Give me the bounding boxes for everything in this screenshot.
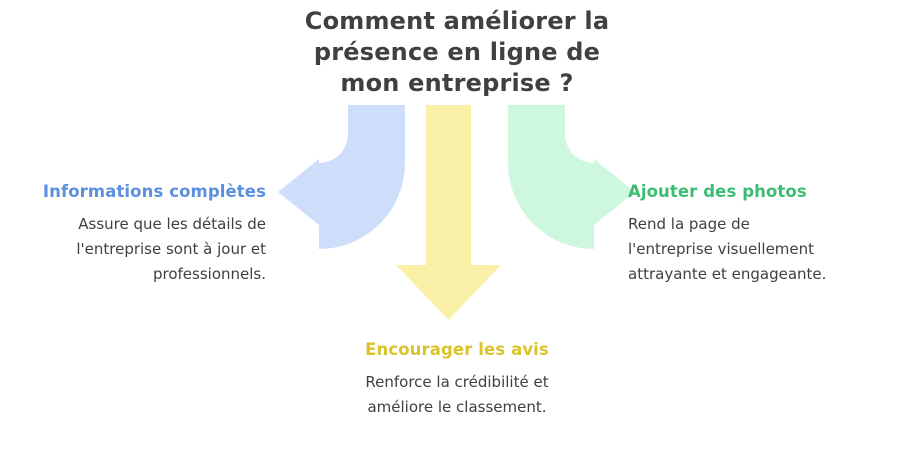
page-title: Comment améliorer la présence en ligne d… [304, 7, 610, 97]
curved-arrow-right [508, 105, 635, 249]
branch-left: Informations complètes Assure que les dé… [0, 181, 268, 287]
branch-bottom: Encourager les avis Renforce la crédibil… [283, 339, 631, 420]
branch-left-heading: Informations complètes [42, 182, 266, 201]
branch-right-heading: Ajouter des photos [628, 182, 807, 201]
straight-arrow-down [396, 105, 501, 320]
branch-bottom-heading: Encourager les avis [365, 340, 549, 359]
curved-arrow-left [278, 105, 405, 249]
branch-bottom-description: Renforce la crédibilité et améliore le c… [365, 373, 549, 416]
branch-right: Ajouter des photos Rend la page de l'ent… [628, 181, 913, 287]
branch-left-description: Assure que les détails de l'entreprise s… [76, 215, 266, 283]
branch-right-description: Rend la page de l'entreprise visuellemen… [628, 215, 827, 283]
